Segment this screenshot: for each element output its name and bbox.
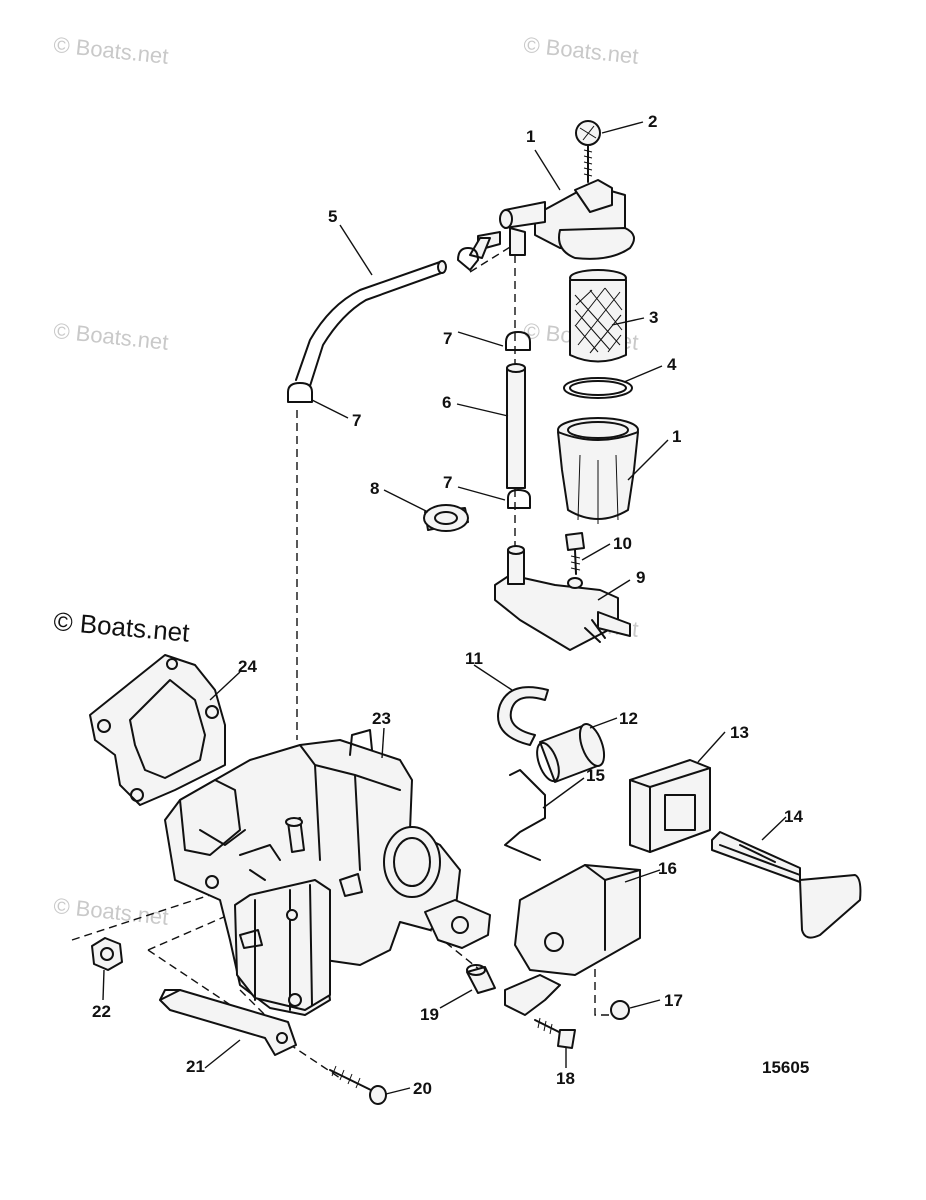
- callout-17: 17: [664, 991, 683, 1010]
- callout-14: 14: [784, 807, 803, 826]
- callout-1-bowl: 1: [672, 427, 681, 446]
- solenoid-screw: [534, 1017, 576, 1049]
- callout-8: 8: [370, 479, 379, 498]
- fuel-connector: [494, 545, 631, 651]
- spacer: [466, 964, 496, 994]
- callout-10: 10: [613, 534, 632, 553]
- nut: [91, 937, 123, 971]
- o-ring: [563, 377, 633, 399]
- knob-cap: [610, 1000, 630, 1020]
- carburetor: [164, 729, 491, 1016]
- callout-7-lower: 7: [443, 473, 452, 492]
- callout-7-left: 7: [352, 411, 361, 430]
- grommet: [423, 504, 469, 532]
- fuel-hose-short: [506, 363, 526, 489]
- choke-bushing: [536, 723, 606, 783]
- callout-24: 24: [238, 657, 257, 676]
- callout-4: 4: [667, 355, 677, 374]
- filter-bowl: [557, 417, 639, 524]
- fuel-filter-head: [469, 179, 635, 260]
- callout-1-head: 1: [526, 127, 535, 146]
- callout-20: 20: [413, 1079, 432, 1098]
- fuel-hose-long: [295, 260, 447, 387]
- bleed-screw: [575, 120, 601, 183]
- callout-11: 11: [465, 649, 483, 668]
- callout-13: 13: [730, 723, 749, 742]
- callout-18: 18: [556, 1069, 575, 1088]
- callout-9: 9: [636, 568, 645, 587]
- callout-3: 3: [649, 308, 658, 327]
- callout-16: 16: [658, 859, 677, 878]
- callout-6: 6: [442, 393, 451, 412]
- callout-23: 23: [372, 709, 391, 728]
- choke-link: [504, 769, 546, 861]
- filter-element: [569, 269, 627, 363]
- hose-clamps: [287, 247, 531, 509]
- callout-5: 5: [328, 207, 337, 226]
- throttle-screw: [329, 1065, 387, 1105]
- diagram-number: 15605: [762, 1058, 809, 1077]
- callout-19: 19: [420, 1005, 439, 1024]
- throttle-lever: [159, 989, 297, 1056]
- choke-knob: [711, 831, 862, 939]
- gasket: [89, 654, 226, 806]
- callout-2: 2: [648, 112, 657, 131]
- callout-12: 12: [619, 709, 638, 728]
- callout-21: 21: [186, 1057, 205, 1076]
- mounting-screw: [565, 532, 585, 575]
- leader-lines: [102, 121, 787, 1095]
- retaining-clip: [497, 686, 549, 746]
- callout-15: 15: [586, 766, 605, 785]
- callout-7-upper: 7: [443, 329, 452, 348]
- choke-housing: [629, 759, 711, 853]
- callout-labels: 1 2 3 4 1 5 6 7 7 7 8 9 10 11 12 13 14 1…: [92, 112, 809, 1098]
- choke-solenoid: [504, 864, 641, 1016]
- callout-22: 22: [92, 1002, 111, 1021]
